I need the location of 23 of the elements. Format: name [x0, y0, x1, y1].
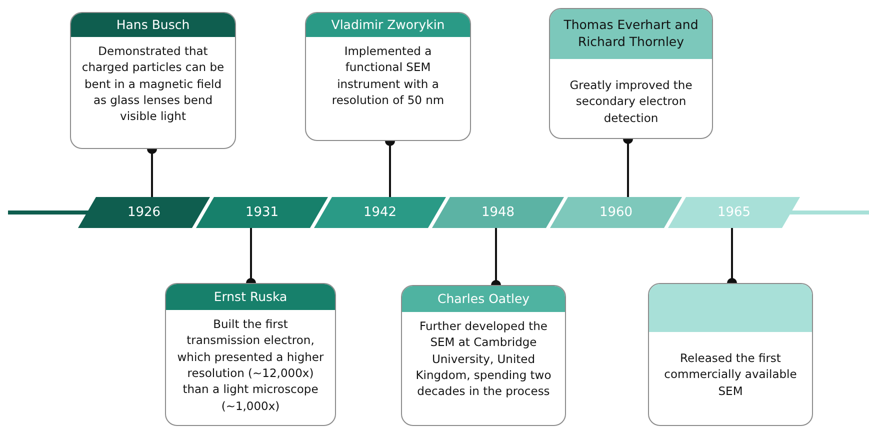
card-header: Thomas Everhart and Richard Thornley: [550, 9, 712, 59]
card-header: Charles Oatley: [402, 286, 565, 312]
year-label: 1942: [362, 205, 398, 220]
timeline-card: [70, 12, 236, 149]
timeline-card: [648, 283, 813, 426]
card-text: Implemented a functional SEM instrument with a resolution of 50 nm: [330, 43, 446, 109]
timeline-card: [401, 285, 566, 426]
card-text: Further developed the SEM at Cambridge University, United Kingdom, spending two decades in the process: [414, 318, 552, 400]
timeline-card: [305, 12, 471, 141]
card-text: Released the first commercially available SEM: [663, 350, 798, 400]
card-text: Built the first transmission electron, which presented a higher resolution (~12,000x) than a light microscope (~1,000x): [176, 316, 325, 415]
year-label: 1960: [598, 205, 634, 220]
card-text: Greatly improved the secondary electron detection: [568, 77, 694, 127]
timeline-card: [165, 283, 336, 426]
year-label: 1965: [716, 205, 752, 220]
card-header: Vladimir Zworykin: [306, 13, 470, 37]
timeline-card: [549, 8, 713, 139]
card-text: Demonstrated that charged particles can be bent in a magnetic field as glass lenses bend visible light: [80, 43, 226, 126]
card-header: Hans Busch: [71, 13, 235, 37]
year-label: 1926: [126, 205, 162, 220]
year-label: 1931: [244, 205, 280, 220]
year-label: 1948: [480, 205, 516, 220]
card-header: Ernst Ruska: [166, 284, 335, 310]
